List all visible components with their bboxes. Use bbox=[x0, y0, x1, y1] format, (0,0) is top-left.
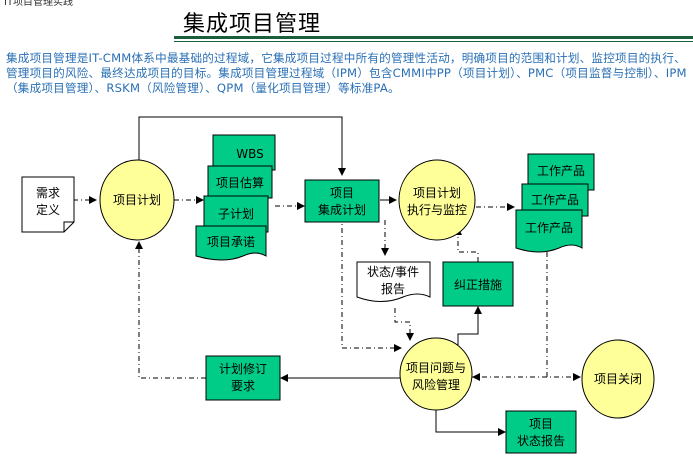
requirement-doc-node: 需求 定义 bbox=[21, 176, 75, 233]
work-products-group: 工作产品 工作产品 工作产品 bbox=[515, 153, 595, 253]
title-rule bbox=[174, 36, 693, 39]
corrective-action-node: 纠正措施 bbox=[442, 261, 514, 307]
connector-corrective-to-execute bbox=[454, 227, 479, 262]
connector-plan-to-integrated bbox=[138, 116, 346, 176]
status-event-report-node: 状态/事件 报告 bbox=[356, 261, 431, 302]
svg-text:工作产品: 工作产品 bbox=[531, 193, 579, 207]
svg-text:状态/事件: 状态/事件 bbox=[367, 265, 419, 279]
connector-change-to-plan bbox=[135, 241, 206, 379]
svg-text:项目承诺: 项目承诺 bbox=[207, 235, 255, 249]
svg-text:子计划: 子计划 bbox=[218, 207, 254, 221]
breadcrumb: IT项目管理实践 bbox=[4, 0, 74, 8]
title-rule-thin bbox=[174, 41, 693, 42]
svg-text:集成计划: 集成计划 bbox=[318, 202, 366, 217]
project-plan-label: 项目计划 bbox=[113, 193, 161, 207]
connector-risk-to-corrective bbox=[457, 306, 482, 345]
svg-text:报告: 报告 bbox=[381, 281, 405, 296]
work-product-3: 工作产品 bbox=[515, 209, 583, 253]
svg-text:项目计划: 项目计划 bbox=[413, 186, 461, 200]
connector-risk-to-statusreport bbox=[435, 408, 506, 436]
svg-text:项目关闭: 项目关闭 bbox=[594, 372, 642, 386]
svg-text:WBS: WBS bbox=[236, 147, 264, 161]
work-product-1: 工作产品 bbox=[527, 153, 595, 191]
page-title: 集成项目管理 bbox=[183, 12, 322, 37]
plan-outputs-group: WBS 项目估算 子计划 项目承诺 bbox=[195, 134, 276, 261]
project-close-node: 项目关闭 bbox=[581, 339, 655, 419]
integrated-plan-node: 项目 集成计划 bbox=[304, 179, 380, 223]
requirement-doc-line1: 需求 bbox=[36, 186, 60, 200]
connector-status-to-risk bbox=[394, 308, 414, 341]
issue-risk-node: 项目问题与 风险管理 bbox=[399, 337, 473, 411]
svg-text:项目估算: 项目估算 bbox=[216, 175, 264, 190]
plan-change-request-node: 计划修订 要求 bbox=[205, 355, 281, 401]
connectors bbox=[73, 116, 581, 436]
svg-text:风险管理: 风险管理 bbox=[412, 377, 460, 392]
project-plan-node: 项目计划 bbox=[99, 159, 175, 241]
svg-text:执行与监控: 执行与监控 bbox=[407, 203, 467, 217]
execute-monitor-node: 项目计划 执行与监控 bbox=[398, 159, 476, 241]
svg-text:工作产品: 工作产品 bbox=[537, 164, 585, 178]
requirement-doc-line2: 定义 bbox=[36, 202, 60, 217]
connector-integrated-to-risk bbox=[341, 216, 402, 352]
svg-text:项目: 项目 bbox=[529, 417, 553, 431]
output-commitment: 项目承诺 bbox=[195, 225, 267, 261]
project-status-report-node: 项目 状态报告 bbox=[505, 410, 577, 454]
svg-text:纠正措施: 纠正措施 bbox=[454, 278, 502, 292]
output-estimate: 项目估算 bbox=[207, 165, 273, 199]
svg-text:状态报告: 状态报告 bbox=[517, 433, 565, 448]
intro-paragraph: 集成项目管理是IT-CMM体系中最基础的过程域，它集成项目过程中所有的管理性活动… bbox=[6, 51, 687, 96]
svg-text:工作产品: 工作产品 bbox=[525, 221, 573, 235]
output-wbs: WBS bbox=[212, 134, 276, 171]
output-subplan: 子计划 bbox=[203, 195, 269, 233]
svg-text:项目: 项目 bbox=[330, 186, 354, 200]
svg-text:计划修订: 计划修订 bbox=[219, 361, 267, 376]
svg-text:要求: 要求 bbox=[231, 379, 255, 393]
svg-text:项目问题与: 项目问题与 bbox=[406, 361, 466, 375]
work-product-2: 工作产品 bbox=[521, 183, 589, 217]
